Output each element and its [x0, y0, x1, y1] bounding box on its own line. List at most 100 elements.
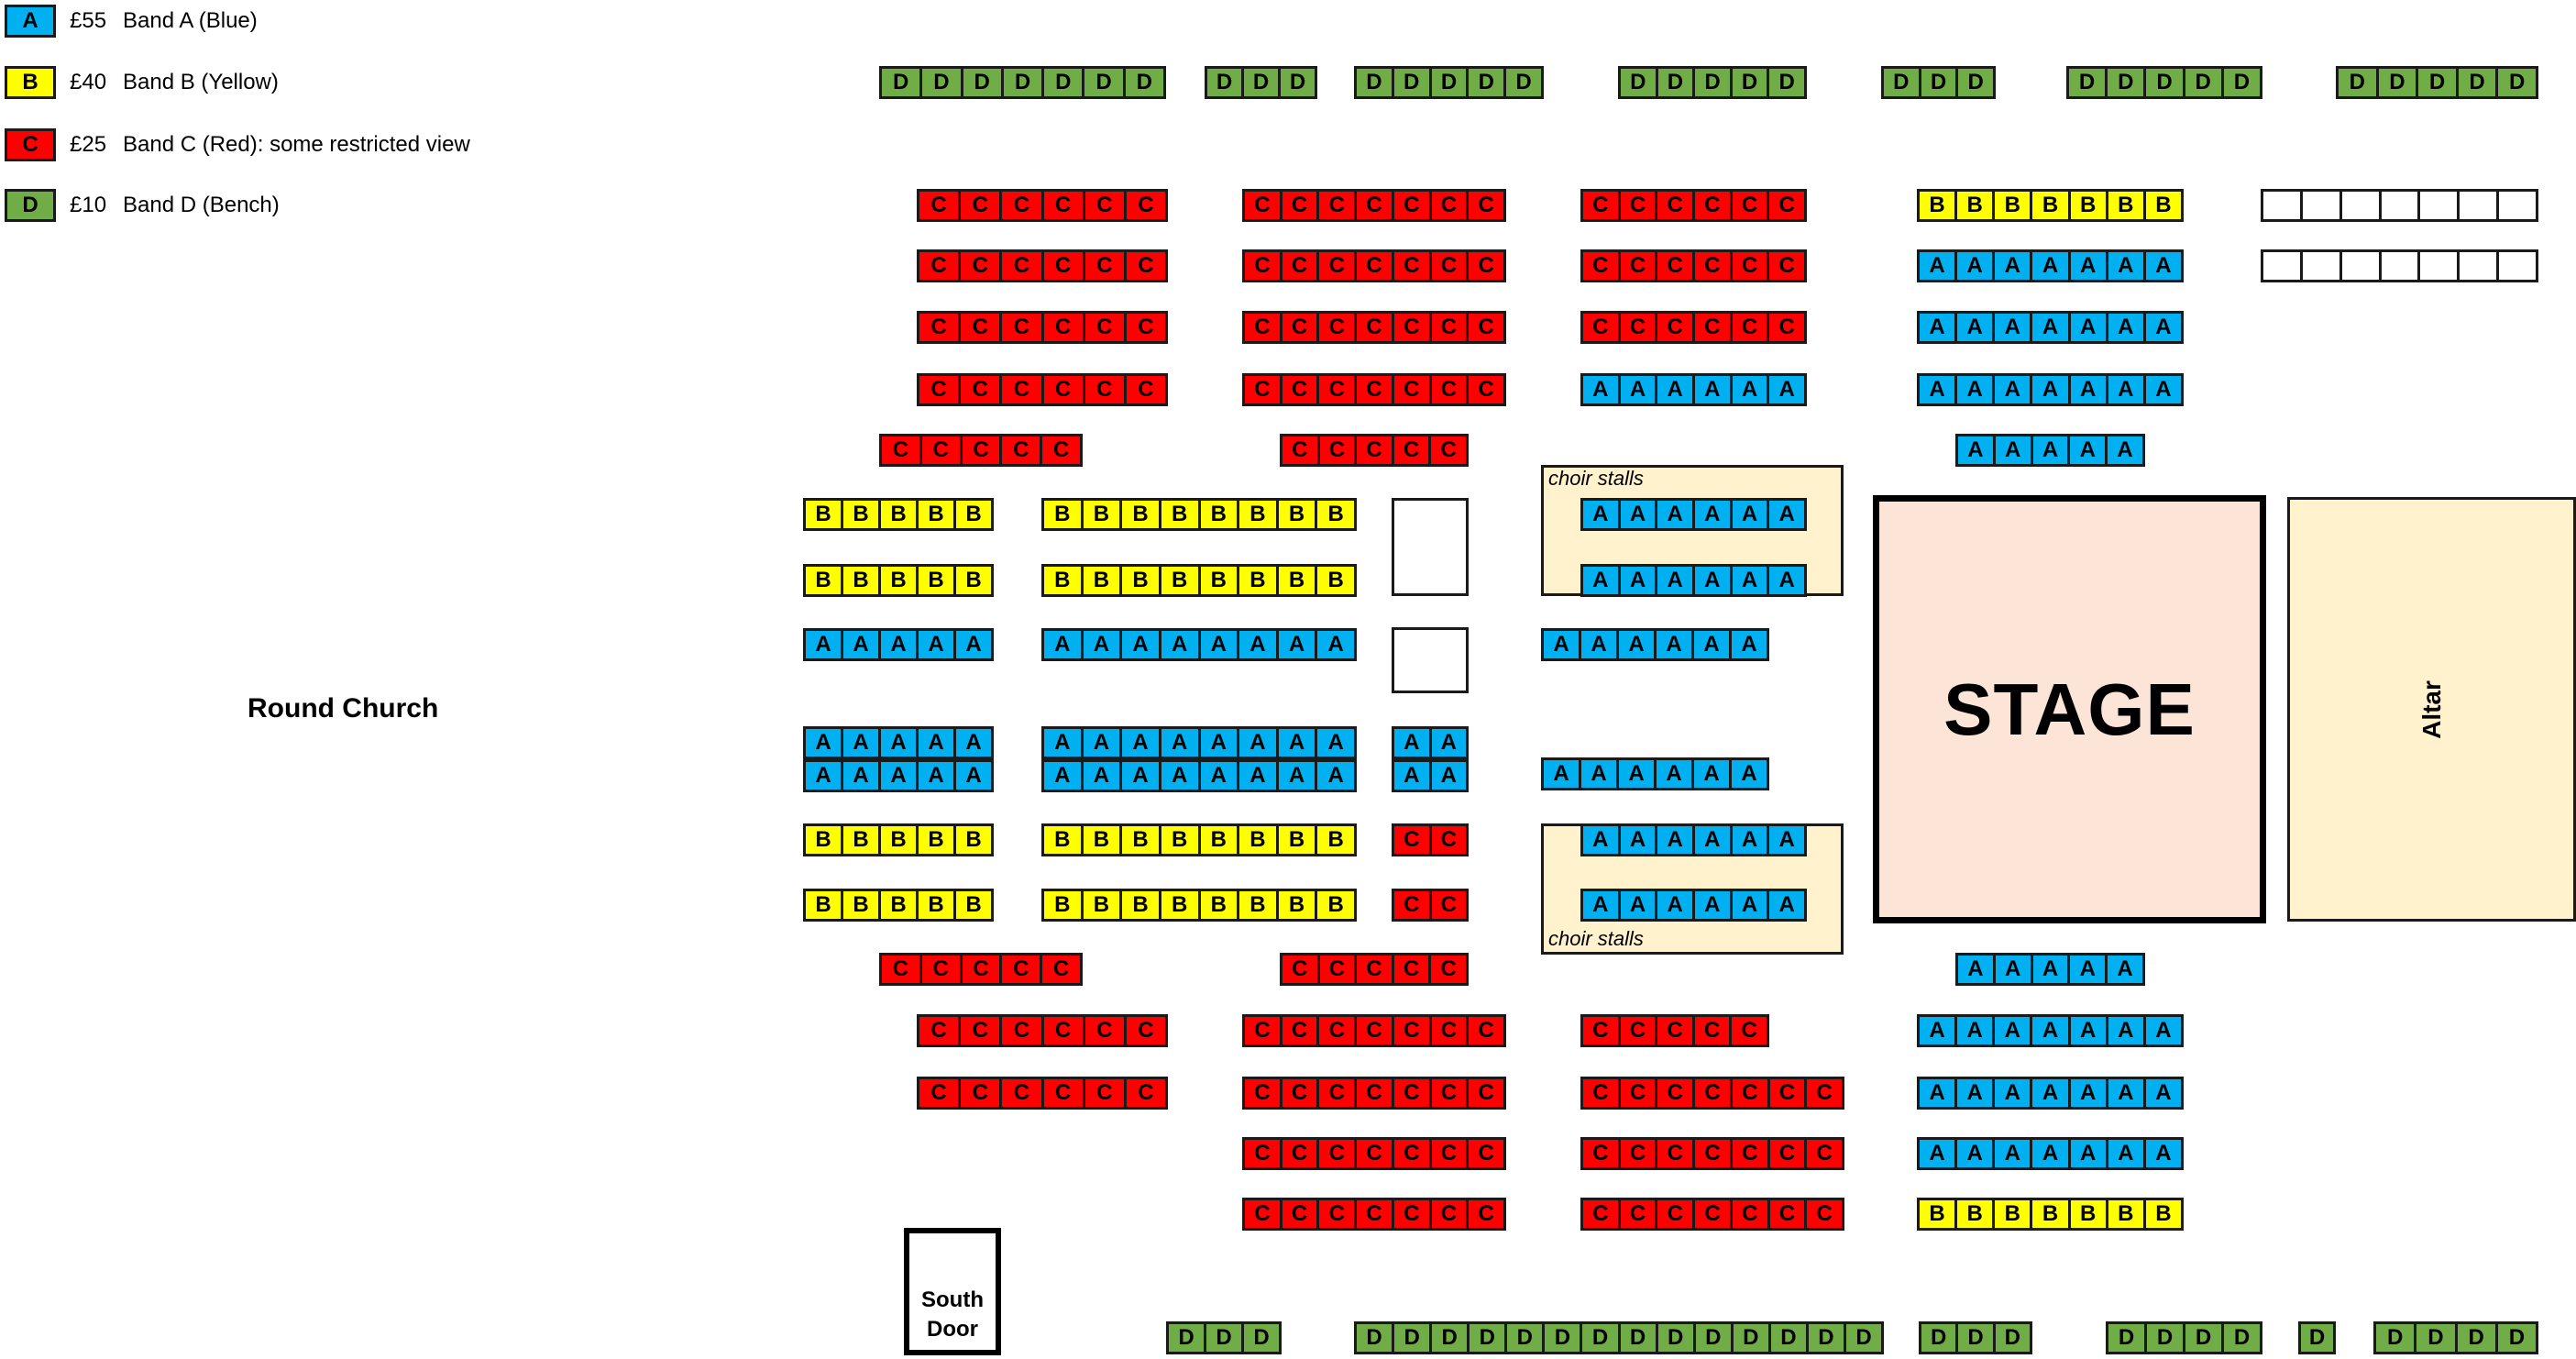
- seat-band-c[interactable]: C: [882, 436, 922, 464]
- seat-band-a[interactable]: A: [1620, 376, 1658, 403]
- seat-band-c[interactable]: C: [1807, 1200, 1843, 1228]
- seat-band-c[interactable]: C: [1319, 192, 1358, 219]
- seat-band-c[interactable]: C: [1732, 252, 1770, 280]
- seat-band-b[interactable]: B: [2108, 192, 2146, 219]
- seat-band-a[interactable]: A: [2145, 1079, 2181, 1107]
- seat-band-a[interactable]: A: [2145, 1017, 2181, 1044]
- seat-band-c[interactable]: C: [919, 1017, 962, 1044]
- seat-band-c[interactable]: C: [1319, 1140, 1358, 1167]
- seat-band-b[interactable]: B: [2145, 1200, 2181, 1228]
- seat-band-a[interactable]: A: [1317, 762, 1354, 790]
- seat-band-a[interactable]: A: [1957, 1140, 1996, 1167]
- seat-band-b[interactable]: B: [1200, 567, 1240, 594]
- seat-band-c[interactable]: C: [1431, 891, 1466, 919]
- seat-band-d[interactable]: D: [1958, 69, 1994, 96]
- seat-band-c[interactable]: C: [1807, 1140, 1843, 1167]
- seat-band-c[interactable]: C: [1769, 1079, 1808, 1107]
- seat-band-a[interactable]: A: [1920, 1140, 1958, 1167]
- seat-band-a[interactable]: A: [1732, 376, 1770, 403]
- seat-band-b[interactable]: B: [1044, 891, 1084, 919]
- seat-band-b[interactable]: B: [1083, 826, 1123, 854]
- seat-band-c[interactable]: C: [1043, 1079, 1085, 1107]
- seat-band-c[interactable]: C: [961, 192, 1003, 219]
- seat-band-a[interactable]: A: [1995, 1140, 2033, 1167]
- seat-band-a[interactable]: A: [1200, 762, 1240, 790]
- seat-band-a[interactable]: A: [956, 762, 991, 790]
- seat-band-a[interactable]: A: [2032, 314, 2071, 341]
- seat-band-a[interactable]: A: [1995, 1017, 2033, 1044]
- seat-band-d[interactable]: D: [2376, 1324, 2417, 1352]
- seat-band-a[interactable]: A: [881, 729, 919, 757]
- seat-band-d[interactable]: D: [1657, 69, 1696, 96]
- seat-band-c[interactable]: C: [1126, 252, 1166, 280]
- seat-band-d[interactable]: D: [1695, 69, 1733, 96]
- seat-band-a[interactable]: A: [2032, 956, 2071, 983]
- seat-band-c[interactable]: C: [1126, 314, 1166, 341]
- seat-band-a[interactable]: A: [1957, 252, 1996, 280]
- seat-band-c[interactable]: C: [1583, 1079, 1621, 1107]
- seat-band-a[interactable]: A: [2108, 1079, 2146, 1107]
- seat-band-c[interactable]: C: [1431, 314, 1470, 341]
- seat-band-d[interactable]: D: [963, 69, 1004, 96]
- seat-band-c[interactable]: C: [1769, 192, 1805, 219]
- seat-band-a[interactable]: A: [1122, 729, 1161, 757]
- seat-band-d[interactable]: D: [1846, 1324, 1882, 1352]
- seat-band-c[interactable]: C: [962, 436, 1003, 464]
- seat-band-b[interactable]: B: [1920, 1200, 1958, 1228]
- seat-band-b[interactable]: B: [1317, 501, 1354, 528]
- seat-band-c[interactable]: C: [1357, 192, 1394, 219]
- seat-band-b[interactable]: B: [919, 501, 956, 528]
- seat-band-a[interactable]: A: [1732, 826, 1770, 854]
- seat-band-c[interactable]: C: [1732, 1017, 1767, 1044]
- seat-band-c[interactable]: C: [1319, 1017, 1358, 1044]
- seat-band-e[interactable]: [2420, 252, 2460, 280]
- seat-band-a[interactable]: A: [2108, 252, 2146, 280]
- seat-band-d[interactable]: D: [1432, 1324, 1470, 1352]
- seat-band-d[interactable]: D: [2301, 1324, 2333, 1352]
- seat-band-c[interactable]: C: [1695, 1140, 1733, 1167]
- seat-band-c[interactable]: C: [1657, 192, 1696, 219]
- seat-band-a[interactable]: A: [1044, 631, 1084, 658]
- seat-band-c[interactable]: C: [1084, 1079, 1127, 1107]
- seat-band-c[interactable]: C: [1357, 376, 1394, 403]
- seat-band-a[interactable]: A: [956, 729, 991, 757]
- seat-band-c[interactable]: C: [1769, 1140, 1808, 1167]
- seat-band-a[interactable]: A: [1957, 1017, 1996, 1044]
- seat-band-d[interactable]: D: [2418, 69, 2459, 96]
- seat-band-b[interactable]: B: [2145, 192, 2181, 219]
- seat-band-c[interactable]: C: [1695, 1200, 1733, 1228]
- seat-band-c[interactable]: C: [919, 192, 962, 219]
- seat-band-a[interactable]: A: [1122, 631, 1161, 658]
- seat-band-a[interactable]: A: [1920, 314, 1958, 341]
- seat-band-c[interactable]: C: [1357, 314, 1394, 341]
- seat-band-a[interactable]: A: [2032, 376, 2071, 403]
- seat-band-c[interactable]: C: [919, 314, 962, 341]
- seat-band-c[interactable]: C: [1319, 314, 1358, 341]
- seat-band-c[interactable]: C: [1620, 1140, 1658, 1167]
- seat-band-c[interactable]: C: [1245, 1017, 1282, 1044]
- seat-band-c[interactable]: C: [1357, 956, 1394, 983]
- seat-band-c[interactable]: C: [1002, 192, 1044, 219]
- seat-band-c[interactable]: C: [1282, 1017, 1320, 1044]
- seat-band-a[interactable]: A: [1732, 760, 1767, 788]
- seat-band-a[interactable]: A: [1278, 729, 1318, 757]
- seat-band-a[interactable]: A: [843, 729, 881, 757]
- seat-band-a[interactable]: A: [1620, 891, 1658, 919]
- seat-band-a[interactable]: A: [1239, 729, 1279, 757]
- seat-band-d[interactable]: D: [2339, 69, 2379, 96]
- seat-band-c[interactable]: C: [1126, 192, 1166, 219]
- seat-band-c[interactable]: C: [1282, 1079, 1320, 1107]
- seat-band-a[interactable]: A: [1657, 826, 1696, 854]
- seat-band-a[interactable]: A: [1200, 729, 1240, 757]
- seat-band-a[interactable]: A: [2032, 1079, 2071, 1107]
- seat-band-b[interactable]: B: [1200, 501, 1240, 528]
- seat-band-c[interactable]: C: [1084, 252, 1127, 280]
- seat-band-c[interactable]: C: [1319, 436, 1358, 464]
- seat-band-c[interactable]: C: [1357, 436, 1394, 464]
- seat-band-a[interactable]: A: [1732, 891, 1770, 919]
- seat-band-d[interactable]: D: [1995, 1324, 2030, 1352]
- seat-band-b[interactable]: B: [806, 826, 843, 854]
- seat-band-d[interactable]: D: [2146, 69, 2185, 96]
- seat-band-a[interactable]: A: [1732, 501, 1770, 528]
- seat-band-e[interactable]: [2263, 192, 2303, 219]
